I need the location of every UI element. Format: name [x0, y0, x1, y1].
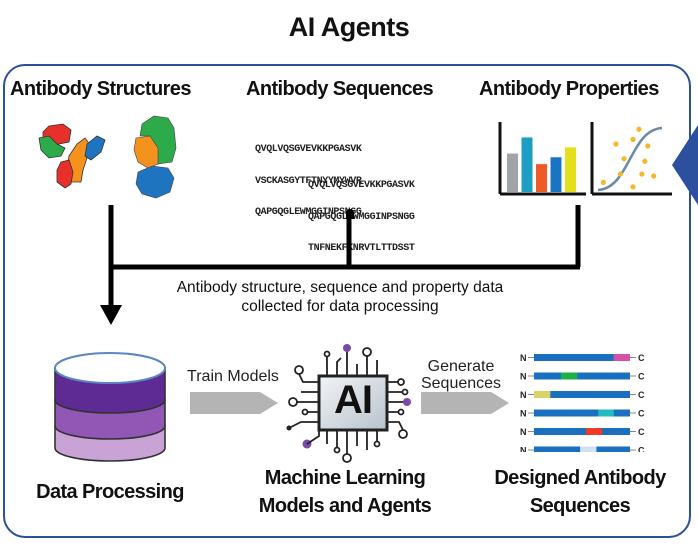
ai-chip-icon [286, 344, 411, 463]
scatter-point [639, 171, 645, 177]
scatter-point [617, 171, 624, 177]
workflow-frame [3, 64, 691, 538]
generate-label-line-1: Generate [427, 358, 495, 375]
n-terminus-label: N [520, 390, 527, 400]
n-terminus-label: N [520, 427, 527, 437]
chip-node-purple [343, 344, 351, 352]
sequence-line: QAPGQGLEWMGGINPSNGG [308, 211, 415, 223]
property-bar [521, 137, 533, 192]
sequence-line: QAPGQGLEWMGGINPSNGG [255, 207, 362, 218]
ml-label-line-1: Machine Learning [264, 467, 426, 489]
scatter-point [651, 173, 657, 179]
property-bar [565, 147, 576, 192]
chip-node-purple [403, 398, 411, 406]
sequence-block-1: QVQLVQSGVEVKKPGASVK VSCKASGYTFTNYYMYWVR … [255, 124, 362, 229]
property-scatter-icon [590, 122, 672, 196]
scatter-point [636, 126, 642, 132]
c-terminus-label: C [638, 427, 645, 437]
designed-label-line-2: Sequences [529, 495, 631, 517]
c-terminus-label: C [638, 390, 645, 400]
label-data-processing: Data Processing [36, 481, 184, 503]
train-models-label: Train Models [187, 368, 279, 385]
generate-label-line-2: Sequences [420, 375, 502, 392]
sequence-bar [534, 372, 630, 380]
c-terminus-label: C [638, 409, 645, 419]
sigmoid-curve [597, 126, 663, 192]
antibody-structure-fab-icon [133, 115, 177, 199]
label-ml-models: Machine Learning Models and Agents [240, 464, 450, 520]
n-terminus-label: N [520, 446, 527, 453]
designed-region [534, 391, 551, 398]
scatter-point [621, 156, 627, 162]
scatter-point [613, 141, 619, 147]
caption-line-1: Antibody structure, sequence and propert… [176, 279, 504, 296]
property-bar [536, 164, 547, 192]
property-bar [550, 157, 562, 192]
header-properties: Antibody Properties [479, 78, 659, 100]
connector-cap [346, 209, 354, 219]
scatter-point [630, 184, 636, 190]
figure-title: AI Agents [288, 12, 410, 42]
sequence-bar [534, 428, 630, 435]
n-terminus-label: N [520, 409, 527, 419]
down-arrowhead-icon [100, 305, 122, 325]
c-terminus-label: C [638, 372, 645, 382]
header-sequences: Antibody Sequences [246, 78, 434, 100]
property-bar-chart-icon [498, 122, 586, 196]
label-designed-sequences: Designed Antibody Sequences [474, 464, 686, 520]
c-terminus-label: C [638, 446, 645, 453]
sequence-bar [534, 391, 630, 398]
property-bar [507, 153, 518, 192]
sequence-bar [534, 409, 630, 417]
data-collection-connector [100, 205, 581, 325]
designed-region [585, 428, 603, 435]
sequence-line: QVQLVQSGVEVKKPGASVK [255, 144, 362, 155]
header-structures: Antibody Structures [10, 78, 191, 100]
ml-label-line-2: Models and Agents [258, 495, 432, 517]
sequence-line: QVQLVQSGVEVKKPGASVK [308, 180, 415, 191]
n-terminus-label: N [520, 372, 527, 382]
designed-region [580, 446, 597, 452]
sequence-block-2: QVQLVQSGVEVKKPGASVK QAPGQGLEWMGGINPSNGG … [308, 160, 415, 265]
designed-label-line-1: Designed Antibody [494, 467, 666, 489]
generate-sequences-label: Generate Sequences [416, 358, 506, 392]
ai-chip-text: AI [334, 378, 373, 422]
scatter-point [630, 136, 636, 143]
scatter-point [600, 179, 606, 185]
n-terminus-label: N [520, 353, 527, 363]
antibody-structure-y-icon [38, 123, 106, 189]
sequence-bar [534, 354, 630, 361]
database-top [54, 352, 166, 384]
pointer-triangle-icon [672, 125, 698, 205]
collection-caption: Antibody structure, sequence and propert… [130, 278, 550, 316]
scatter-point [645, 143, 651, 149]
sequence-line: TNFNEKFKNRVTLTTDSST [308, 243, 415, 254]
designed-region [598, 409, 614, 417]
database-icon [54, 352, 166, 462]
sequence-line: VSCKASGYTFTNYYMYWVR [255, 175, 362, 187]
caption-line-2: collected for data processing [241, 298, 439, 315]
c-terminus-label: C [638, 353, 645, 363]
train-arrow-icon [190, 392, 278, 414]
designed-region [613, 354, 630, 361]
generate-arrow-icon [421, 392, 509, 414]
scatter-point [642, 158, 648, 164]
designed-region [560, 372, 578, 380]
